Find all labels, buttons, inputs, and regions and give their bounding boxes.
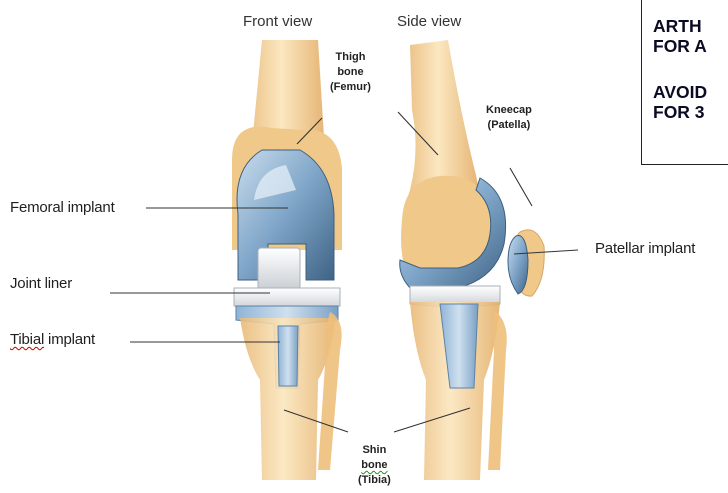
label-shin-bone: Shin bone (Tibia)	[358, 443, 391, 488]
front-joint-liner	[258, 248, 300, 290]
kneecap-line1: Kneecap	[486, 103, 532, 118]
label-thigh-bone: Thigh bone (Femur)	[330, 50, 371, 95]
patellar-implant	[508, 236, 528, 295]
shin-line3: (Tibia)	[358, 473, 391, 488]
label-kneecap: Kneecap (Patella)	[486, 103, 532, 133]
notice-line-4: FOR 3	[653, 102, 705, 122]
kneecap-line2: (Patella)	[486, 118, 532, 133]
side-view-title: Side view	[397, 13, 461, 30]
front-view-title: Front view	[243, 13, 312, 30]
notice-line-2: FOR A	[653, 36, 707, 56]
thigh-line2: bone	[330, 65, 371, 80]
label-implant-word: implant	[44, 331, 95, 348]
label-femoral-implant: Femoral implant	[10, 199, 115, 216]
notice-line-3: AVOID	[653, 82, 707, 102]
notice-box: ARTH FOR A AVOID FOR 3	[641, 0, 728, 165]
shin-line1: Shin	[358, 443, 391, 458]
front-view-knee	[232, 40, 342, 480]
label-tibial-implant: Tibial implant	[10, 331, 95, 348]
thigh-line1: Thigh	[330, 50, 371, 65]
leader-kneecap	[510, 168, 532, 206]
thigh-line3: (Femur)	[330, 80, 371, 95]
leader-lines	[110, 112, 578, 432]
shin-line2: bone	[358, 458, 391, 473]
shin-bone-word: bone	[361, 459, 387, 471]
notice-line-1: ARTH	[653, 16, 702, 36]
label-patellar-implant: Patellar implant	[595, 240, 695, 257]
label-tibial-word: Tibial	[10, 331, 44, 348]
label-joint-liner: Joint liner	[10, 275, 72, 292]
